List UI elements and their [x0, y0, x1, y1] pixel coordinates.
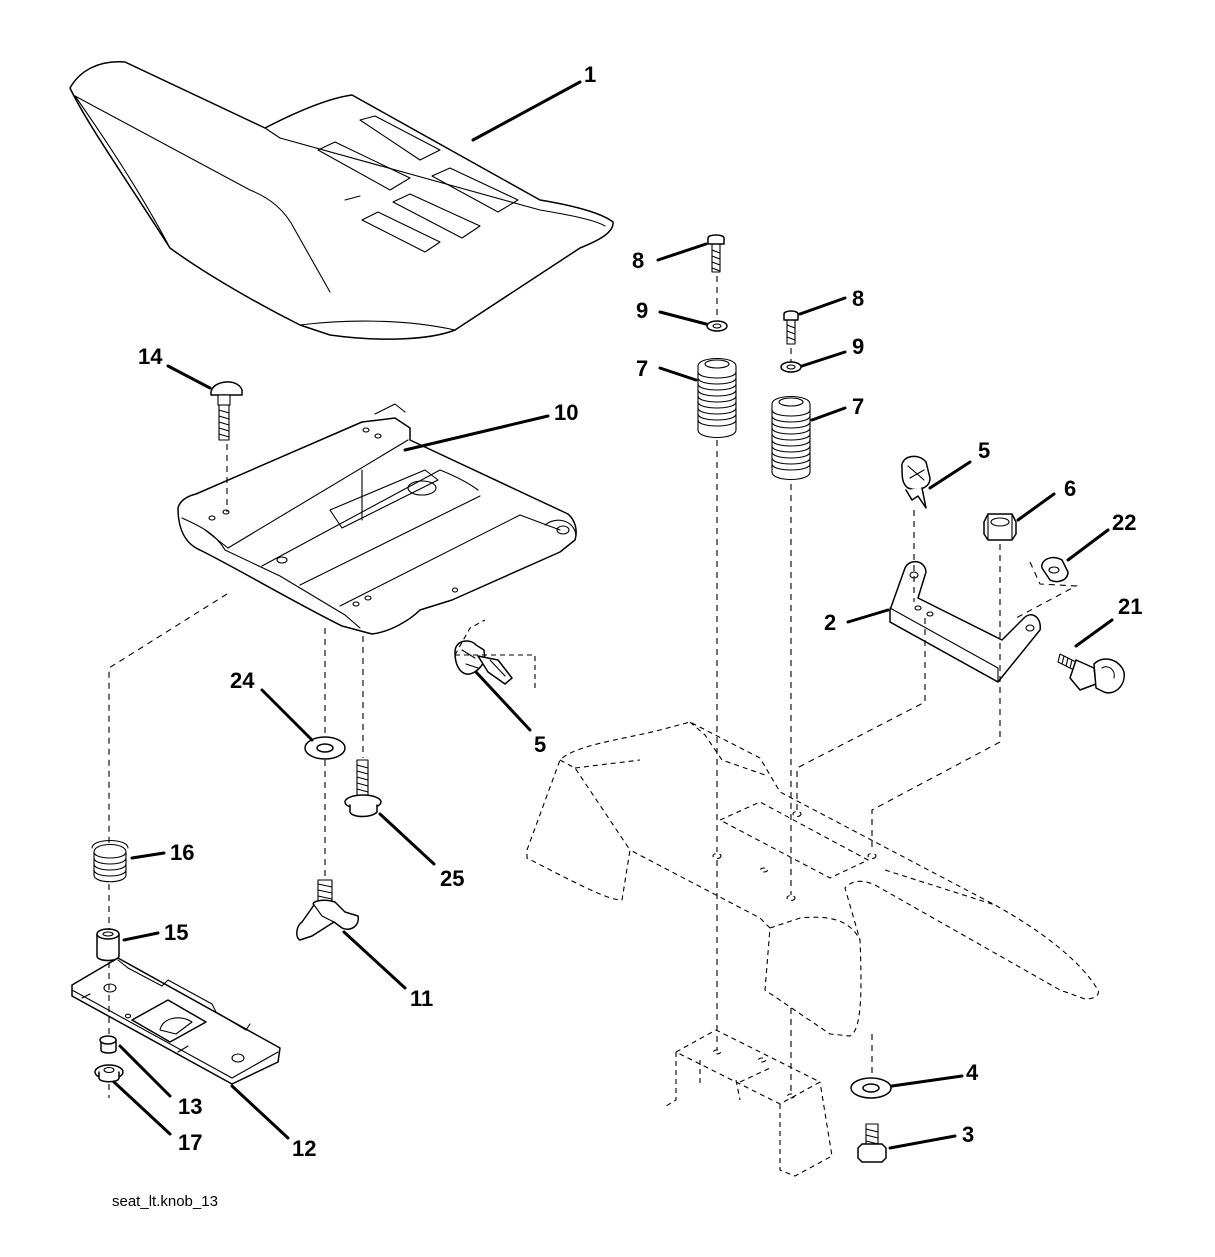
drawing-reference-label: seat_lt.knob_13: [112, 1193, 218, 1210]
callout-9-right: 9: [852, 334, 864, 359]
callout-22: 22: [1112, 510, 1136, 535]
callout-7-left: 7: [636, 356, 648, 381]
carriage-bolt: [210, 381, 243, 441]
callout-3: 3: [962, 1122, 974, 1147]
hex-bolt-8-left: [707, 234, 725, 273]
spring-7-right: [771, 395, 811, 481]
assembly-lines: [108, 276, 1078, 1098]
callout-13: 13: [178, 1094, 202, 1119]
mounting-bracket: [889, 560, 1041, 683]
clip-right: [901, 455, 931, 509]
washer-9-left: [706, 320, 728, 332]
hex-nut-6: [983, 513, 1017, 541]
callout-11: 11: [410, 986, 433, 1011]
callout-2: 2: [824, 610, 836, 635]
hex-bolt-8-right: [783, 310, 799, 345]
callout-5-right: 5: [978, 438, 990, 463]
leader-lines: [112, 80, 1114, 1150]
tractor-frame-phantom: [526, 721, 1099, 1177]
callout-25: 25: [440, 866, 464, 891]
spacer: [96, 928, 120, 962]
callout-15: 15: [164, 920, 188, 945]
shoulder-bolt: [344, 759, 382, 818]
spring-7-left: [697, 357, 737, 439]
callout-17: 17: [178, 1130, 202, 1155]
spring-16: [91, 839, 129, 883]
callout-6: 6: [1064, 476, 1076, 501]
seat-pan: [177, 403, 577, 635]
washer-9-right: [780, 361, 802, 373]
hex-bolt-3: [857, 1123, 887, 1163]
callout-8-left: 8: [632, 248, 644, 273]
callout-8-right: 8: [852, 286, 864, 311]
callout-4: 4: [966, 1060, 979, 1085]
callout-10: 10: [554, 400, 578, 425]
callout-5-left: 5: [534, 732, 546, 757]
washer-4: [850, 1077, 892, 1099]
clip-left: [454, 619, 536, 690]
seat-knob: [296, 879, 359, 941]
washer-24: [304, 736, 346, 760]
callout-14: 14: [138, 344, 163, 369]
nut-22: [1041, 556, 1069, 583]
callout-7-right: 7: [852, 394, 864, 419]
callout-12: 12: [292, 1136, 316, 1161]
callout-9-left: 9: [636, 298, 648, 323]
locknut-13: [99, 1035, 117, 1054]
shoulder-bolt-21: [1057, 653, 1125, 694]
callout-24: 24: [230, 668, 255, 693]
seat: [69, 61, 614, 340]
seat-adjust-bracket: [71, 957, 281, 1085]
callout-1: 1: [584, 62, 596, 87]
callout-21: 21: [1118, 594, 1142, 619]
callout-16: 16: [170, 840, 194, 865]
flange-nut-17: [94, 1064, 124, 1083]
callout-labels: 1 14 10 5 24 25 11 16 15 13 17 12 8 9 7 …: [138, 62, 1142, 1161]
